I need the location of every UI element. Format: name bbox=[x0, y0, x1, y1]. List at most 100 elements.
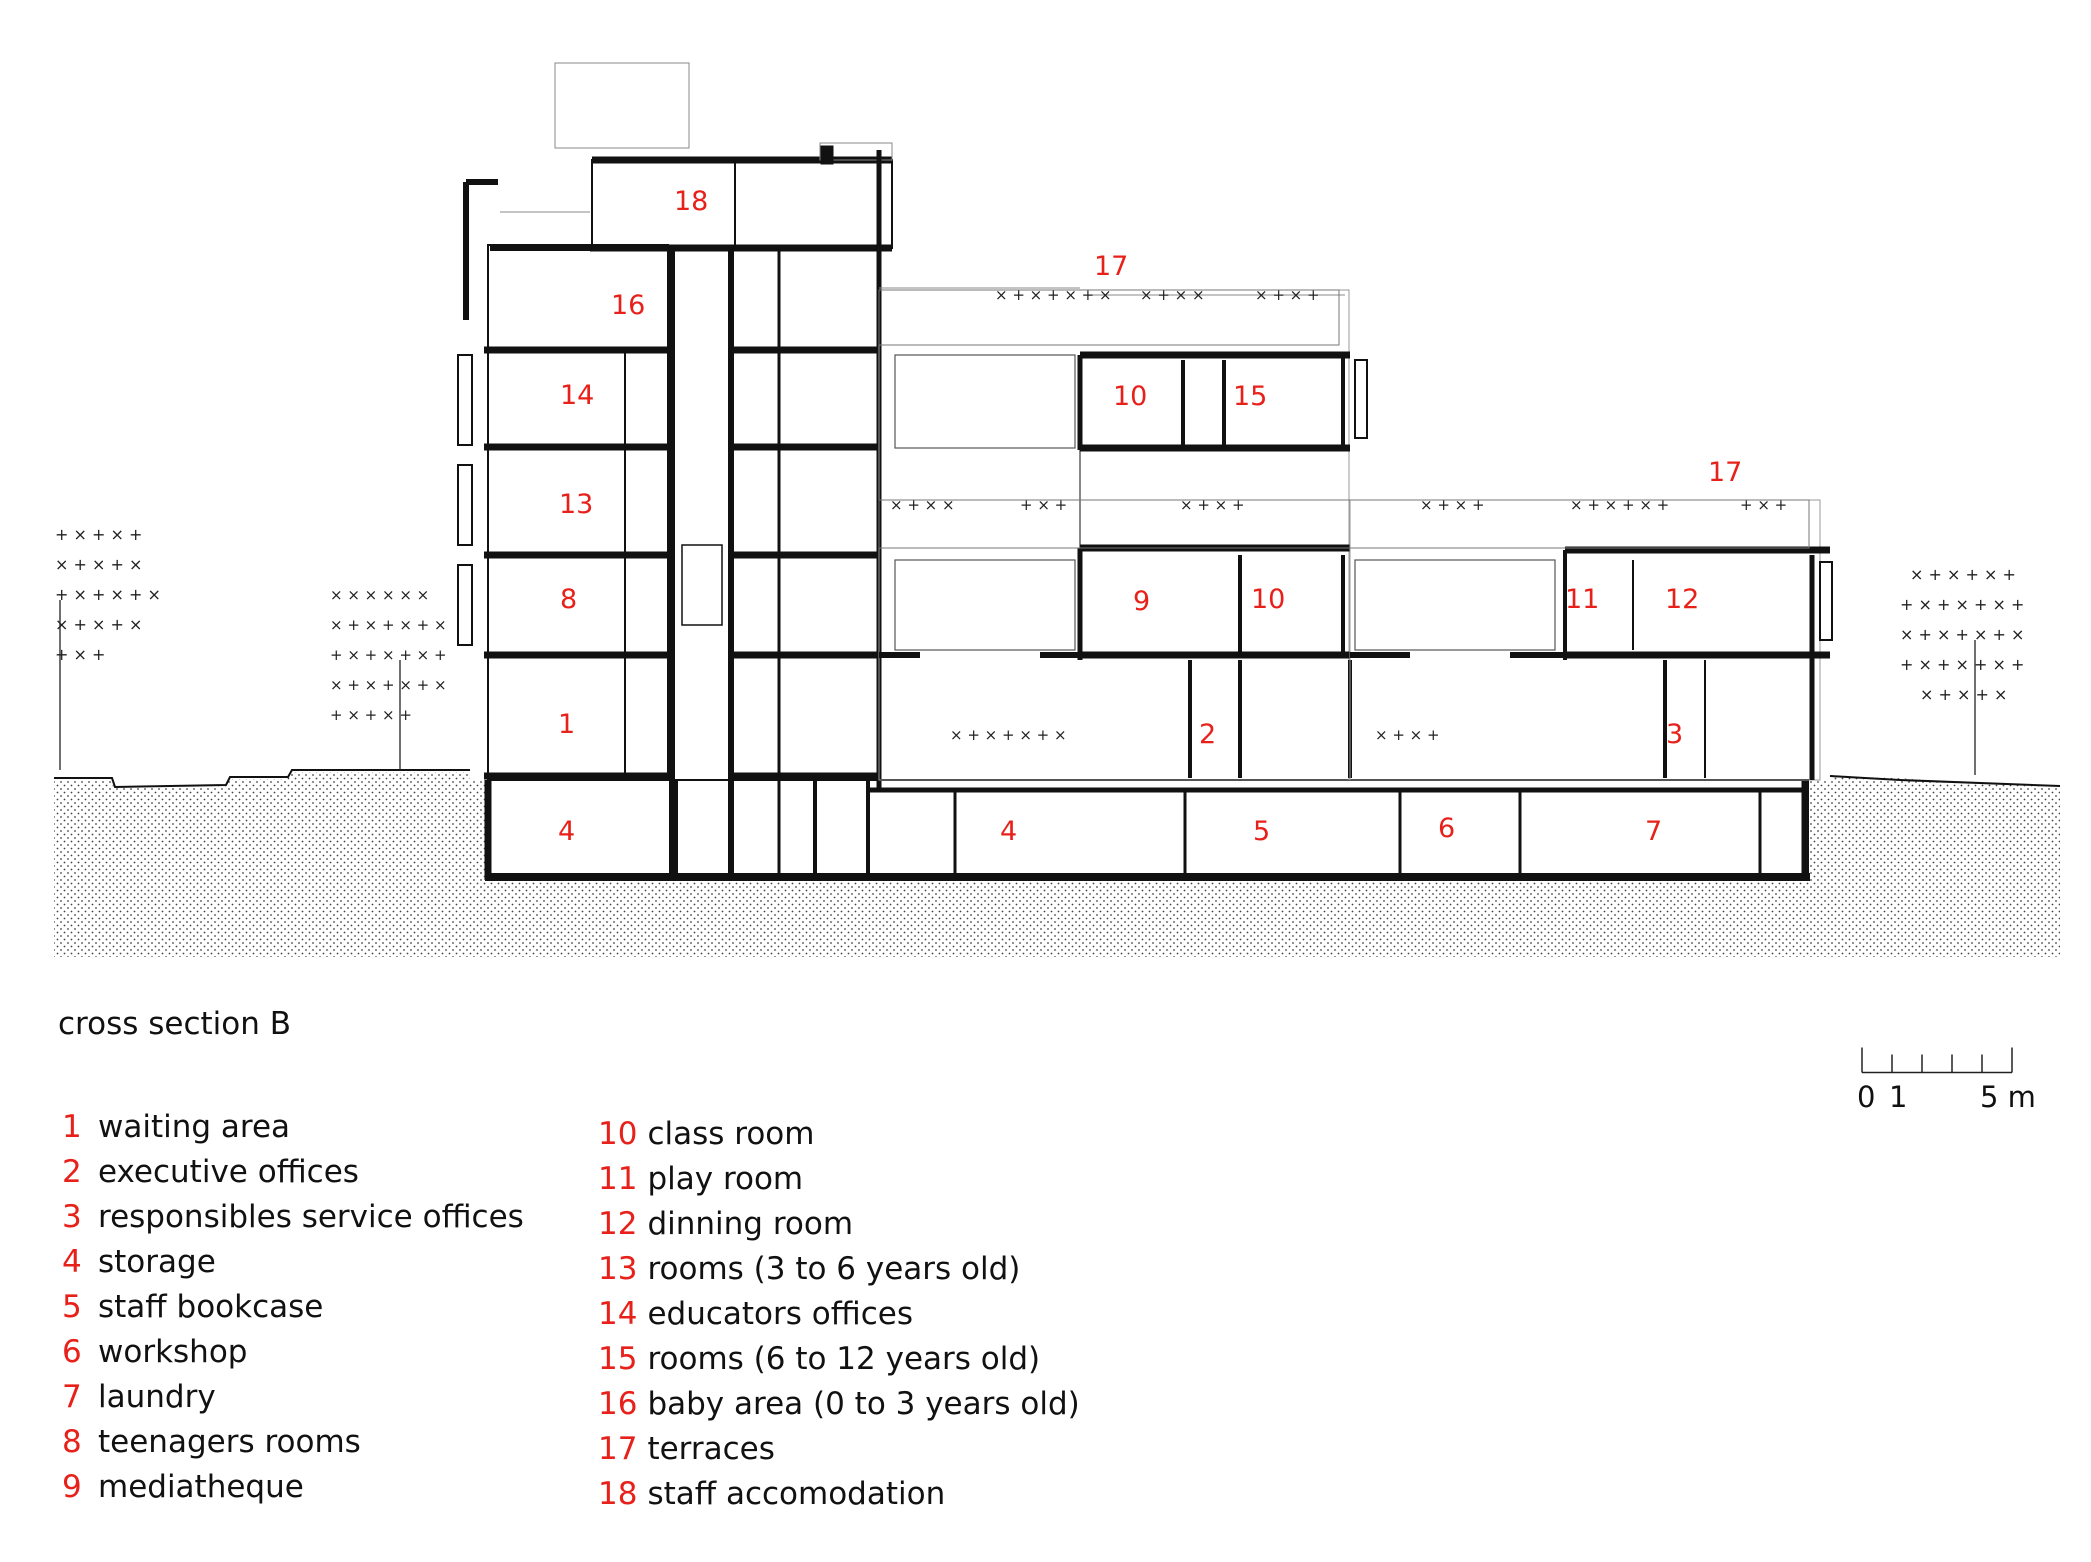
svg-text:× + × ×: × + × × bbox=[1140, 286, 1205, 304]
svg-text:+ × + × + ×: + × + × + × bbox=[55, 585, 161, 604]
legend-number: 18 bbox=[598, 1476, 638, 1512]
legend-number: 5 bbox=[62, 1289, 82, 1325]
legend-item: 2 executive offices bbox=[62, 1150, 524, 1195]
legend-item: 6 workshop bbox=[62, 1330, 524, 1375]
ground-line bbox=[54, 769, 470, 789]
drawing-caption: cross section B bbox=[58, 1006, 291, 1042]
room-label-17a: 17 bbox=[1094, 251, 1128, 282]
svg-text:+ × + × + × +: + × + × + × + bbox=[330, 646, 447, 664]
legend-number: 11 bbox=[598, 1161, 638, 1197]
legend-text: rooms (6 to 12 years old) bbox=[647, 1341, 1041, 1377]
legend-number: 6 bbox=[62, 1334, 82, 1370]
legend-number: 2 bbox=[62, 1154, 82, 1190]
svg-text:× + × +: × + × + bbox=[1255, 286, 1320, 304]
room-label-13: 13 bbox=[559, 489, 593, 520]
legend-text: play room bbox=[647, 1161, 804, 1197]
svg-text:+ × + × + × +: + × + × + × + bbox=[1900, 595, 2024, 614]
legend-text: responsibles service offices bbox=[98, 1199, 524, 1235]
room-label-10b: 10 bbox=[1113, 381, 1147, 412]
svg-text:+ × +: + × + bbox=[1740, 496, 1787, 514]
room-label-12: 12 bbox=[1665, 584, 1699, 615]
legend-number: 3 bbox=[62, 1199, 82, 1235]
room-labels: 1 2 3 4 4 5 6 7 8 9 10 10 11 12 13 14 15… bbox=[558, 186, 1742, 847]
legend-item: 7 laundry bbox=[62, 1375, 524, 1420]
cross-section-drawing: + × + × + × + × + × + × + × + × × + × + … bbox=[54, 62, 2061, 957]
legend-number: 15 bbox=[598, 1341, 638, 1377]
legend-item: 5 staff bookcase bbox=[62, 1285, 524, 1330]
legend-item: 9 mediatheque bbox=[62, 1465, 524, 1510]
terrace-plants: × + × + × + × × + × × × + × + × + × × + … bbox=[890, 286, 1787, 744]
legend-text: dinning room bbox=[647, 1206, 854, 1242]
svg-text:× + × + × + ×: × + × + × + × bbox=[330, 676, 447, 694]
scale-bar bbox=[1861, 1047, 2013, 1074]
scale-label-0: 0 bbox=[1857, 1080, 1876, 1114]
legend-text: laundry bbox=[98, 1379, 216, 1415]
svg-text:× + × + ×: × + × + × bbox=[55, 615, 142, 634]
svg-text:× × × × × ×: × × × × × × bbox=[330, 586, 429, 604]
room-label-7: 7 bbox=[1645, 816, 1662, 847]
legend-text: executive offices bbox=[98, 1154, 359, 1190]
room-label-8: 8 bbox=[560, 584, 577, 615]
svg-text:× + × + × + ×: × + × + × + × bbox=[1900, 625, 2024, 644]
legend-number: 7 bbox=[62, 1379, 82, 1415]
legend-number: 17 bbox=[598, 1431, 638, 1467]
basement bbox=[488, 780, 1808, 877]
legend-text: baby area (0 to 3 years old) bbox=[647, 1386, 1080, 1422]
room-label-9: 9 bbox=[1133, 586, 1150, 617]
room-label-10a: 10 bbox=[1251, 584, 1285, 615]
svg-text:+ × + × +: + × + × + bbox=[330, 706, 412, 724]
legend-text: staff bookcase bbox=[98, 1289, 324, 1325]
scale-label-5m: 5 m bbox=[1980, 1080, 2036, 1114]
svg-text:× + × ×: × + × × bbox=[890, 496, 955, 514]
room-label-11: 11 bbox=[1565, 584, 1599, 615]
room-label-3: 3 bbox=[1666, 719, 1683, 750]
tower-block bbox=[457, 179, 672, 781]
legend-text: terraces bbox=[647, 1431, 775, 1467]
svg-text:+ × +: + × + bbox=[1020, 496, 1067, 514]
svg-text:× + × + × + ×: × + × + × + × bbox=[950, 726, 1067, 744]
svg-text:× + × + ×: × + × + × bbox=[55, 555, 142, 574]
room-label-15: 15 bbox=[1233, 381, 1267, 412]
legend-text: staff accomodation bbox=[647, 1476, 946, 1512]
legend-number: 9 bbox=[62, 1469, 82, 1505]
tree-right: × + × + × + + × + × + × + × + × + × + × … bbox=[1900, 565, 2024, 775]
room-label-2: 2 bbox=[1199, 719, 1216, 750]
room-label-4b: 4 bbox=[1000, 816, 1017, 847]
legend-text: class room bbox=[647, 1116, 815, 1152]
scale-label-1: 1 bbox=[1889, 1080, 1908, 1114]
legend-number: 4 bbox=[62, 1244, 82, 1280]
legend-number: 14 bbox=[598, 1296, 638, 1332]
svg-text:× + × +: × + × + bbox=[1180, 496, 1245, 514]
legend-text: mediatheque bbox=[98, 1469, 304, 1505]
stair-core bbox=[730, 150, 882, 880]
legend-text: rooms (3 to 6 years old) bbox=[647, 1251, 1021, 1287]
svg-text:× + × + × + ×: × + × + × + × bbox=[995, 286, 1112, 304]
svg-text:+ × + × + × +: + × + × + × + bbox=[1900, 655, 2024, 674]
tree-left: + × + × + × + × + × + × + × + × × + × + … bbox=[55, 525, 161, 770]
room-label-16: 16 bbox=[611, 290, 645, 321]
svg-text:× + × + × +: × + × + × + bbox=[1570, 496, 1669, 514]
legend-number: 10 bbox=[598, 1116, 638, 1152]
svg-text:+ × + × +: + × + × + bbox=[55, 525, 142, 544]
right-wing bbox=[1349, 359, 1833, 781]
legend-text: workshop bbox=[98, 1334, 248, 1370]
svg-text:× + × +: × + × + bbox=[1420, 496, 1485, 514]
svg-text:+ × +: + × + bbox=[55, 645, 105, 664]
legend-number: 16 bbox=[598, 1386, 638, 1422]
legend-item: 3 responsibles service offices bbox=[62, 1195, 524, 1240]
svg-text:× + × + × +: × + × + × + bbox=[1910, 565, 2016, 584]
terrace-railings bbox=[878, 289, 1810, 549]
room-label-5: 5 bbox=[1253, 816, 1270, 847]
middle-wing bbox=[878, 287, 1352, 781]
